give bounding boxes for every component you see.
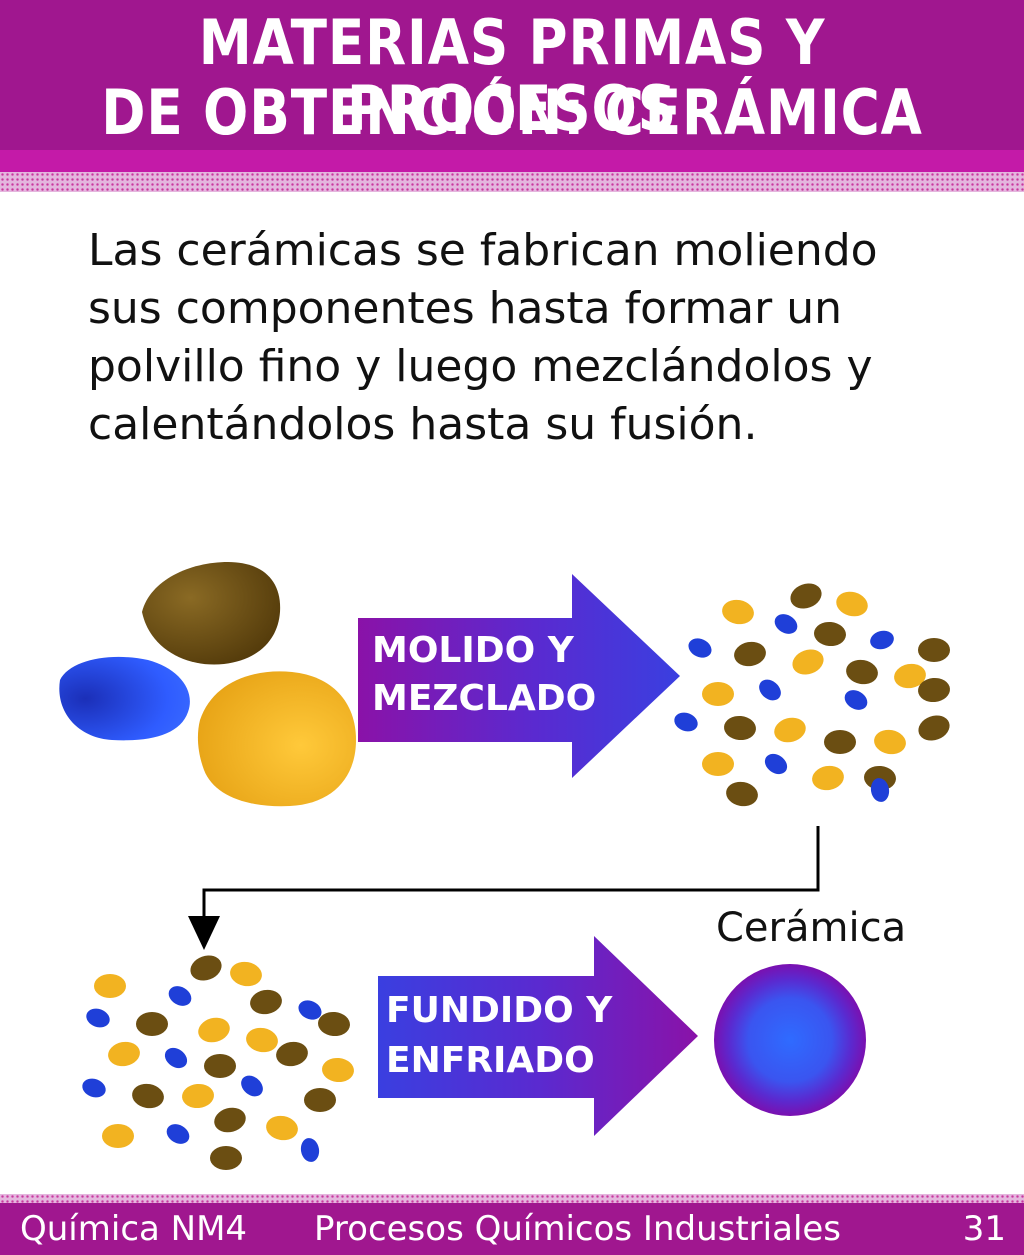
- header-banner: MATERIAS PRIMAS Y PROCESOS DE OBTENCIÓN:…: [0, 0, 1024, 150]
- footer-bar: Química NM4 Procesos Químicos Industrial…: [0, 1203, 1024, 1255]
- grain: [230, 961, 262, 987]
- page-title-line-2: DE OBTENCIÓN: CERÁMICA: [101, 76, 923, 149]
- arrow-label-line-1: MOLIDO Y: [372, 630, 575, 671]
- grain: [298, 1000, 322, 1020]
- grain: [241, 1075, 263, 1097]
- mixture-to-melt: [82, 955, 354, 1170]
- grain: [734, 641, 766, 667]
- connector-arrow: [188, 826, 820, 950]
- grain: [250, 989, 282, 1015]
- blue-rock: [59, 656, 190, 741]
- grain: [210, 1146, 242, 1170]
- grain: [774, 717, 806, 743]
- grain: [266, 1115, 298, 1141]
- grain: [246, 1027, 278, 1053]
- brown-rock: [142, 562, 281, 665]
- intro-line: Las cerámicas se fabrican moliendo: [88, 225, 878, 276]
- footer-dotted-band: [0, 1194, 1024, 1203]
- grain: [276, 1041, 308, 1067]
- header-divider: [0, 150, 1024, 172]
- grain: [702, 682, 734, 706]
- grain: [824, 730, 856, 754]
- grain: [764, 753, 788, 775]
- arrow-label-line-1: FUNDIDO Y: [386, 990, 613, 1031]
- arrow-fundido-enfriado: FUNDIDO Y ENFRIADO: [378, 936, 698, 1136]
- grain: [870, 778, 890, 802]
- grain: [198, 1017, 230, 1043]
- arrow-label-line-2: MEZCLADO: [372, 678, 596, 719]
- intro-line: polvillo fino y luego mezclándolos y: [88, 341, 873, 392]
- intro-line: calentándolos hasta su fusión.: [88, 399, 758, 450]
- connector-arrowhead: [188, 916, 220, 950]
- grain: [814, 621, 846, 647]
- intro-line: sus componentes hasta formar un: [88, 283, 842, 334]
- grain: [846, 659, 878, 685]
- grain: [322, 1057, 354, 1083]
- grain: [790, 583, 822, 609]
- grain: [894, 663, 926, 689]
- grain: [774, 614, 798, 634]
- arrow-label-line-2: ENFRIADO: [386, 1040, 595, 1081]
- header-dotted-band: [0, 172, 1024, 192]
- arrow-molido-mezclado: MOLIDO Y MEZCLADO: [358, 574, 680, 778]
- grain: [214, 1107, 246, 1133]
- raw-materials: [59, 562, 356, 807]
- grain: [836, 591, 868, 617]
- grain: [86, 1008, 110, 1028]
- footer-subject: Procesos Químicos Industriales: [314, 1209, 842, 1249]
- grain: [190, 955, 222, 981]
- ground-mixture: [674, 583, 950, 807]
- grain: [182, 1083, 214, 1109]
- grain: [82, 1078, 106, 1098]
- grain: [136, 1012, 168, 1036]
- grain: [918, 677, 950, 703]
- footer-course: Química NM4: [20, 1209, 248, 1249]
- grain: [166, 1124, 190, 1144]
- grain: [874, 729, 906, 755]
- grain: [792, 649, 824, 675]
- grain: [688, 638, 712, 658]
- arrow-shape: [358, 574, 680, 778]
- grain: [918, 715, 950, 741]
- grain: [812, 765, 844, 791]
- grain: [918, 638, 950, 662]
- grain: [674, 712, 698, 732]
- page-title-line-1: MATERIAS PRIMAS Y PROCESOS: [198, 6, 826, 145]
- page-number: 31: [962, 1209, 1006, 1249]
- grain: [102, 1124, 134, 1148]
- grain: [94, 974, 126, 998]
- grain: [168, 986, 192, 1006]
- grain: [318, 1011, 350, 1037]
- grain: [722, 599, 754, 625]
- grain: [702, 752, 734, 776]
- grain: [726, 781, 758, 807]
- grain: [759, 679, 781, 701]
- ceramic-label: Cerámica: [716, 905, 907, 951]
- ceramic-disc: [714, 964, 866, 1116]
- yellow-rock: [197, 671, 356, 807]
- grain: [724, 715, 756, 741]
- grain: [204, 1054, 236, 1078]
- grain: [164, 1047, 188, 1069]
- intro-paragraph: Las cerámicas se fabrican moliendo sus c…: [88, 222, 988, 454]
- grain: [304, 1088, 336, 1112]
- arrow-shape: [378, 936, 698, 1136]
- grain: [300, 1138, 320, 1162]
- grain: [108, 1041, 140, 1067]
- grain: [132, 1083, 164, 1109]
- grain: [844, 690, 868, 710]
- grain: [870, 630, 894, 650]
